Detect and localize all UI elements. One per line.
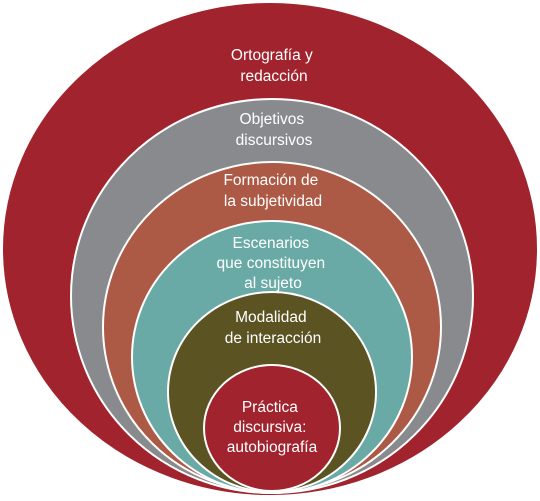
ring-practica: Práctica discursiva: autobiografía	[203, 364, 341, 492]
ring-modalidad-line-2: de interacción	[225, 330, 322, 347]
ring-formacion-line-2: la subjetividad	[224, 193, 322, 210]
ring-objetivos-label: Objetivos discursivos	[236, 111, 313, 149]
ring-ortografia-line-2: redacción	[240, 68, 307, 85]
ring-escenarios-label: Escenarios que constituyen al sujeto	[217, 235, 330, 292]
ring-formacion-line-1: Formación de	[223, 172, 318, 189]
ring-practica-line-2: discursiva:	[233, 419, 306, 436]
ring-modalidad-label: Modalidad de interacción	[225, 309, 322, 347]
ring-ortografia-line-1: Ortografía y	[231, 47, 313, 64]
ring-formacion-label: Formación de la subjetividad	[223, 172, 322, 210]
ring-practica-shape	[203, 364, 341, 492]
ring-escenarios-line-1: Escenarios	[233, 235, 310, 252]
ring-escenarios-line-2: que constituyen	[217, 255, 326, 272]
ring-escenarios-line-3: al sujeto	[244, 275, 302, 292]
ring-practica-line-3: autobiografía	[227, 439, 318, 456]
ring-practica-label: Práctica discursiva: autobiografía	[227, 399, 318, 456]
ring-ortografia-label: Ortografía y redacción	[231, 47, 317, 85]
ring-objetivos-line-2: discursivos	[236, 132, 313, 149]
ring-objetivos-line-1: Objetivos	[240, 111, 305, 128]
ring-modalidad-line-1: Modalidad	[235, 309, 307, 326]
ring-practica-line-1: Práctica	[242, 399, 298, 416]
